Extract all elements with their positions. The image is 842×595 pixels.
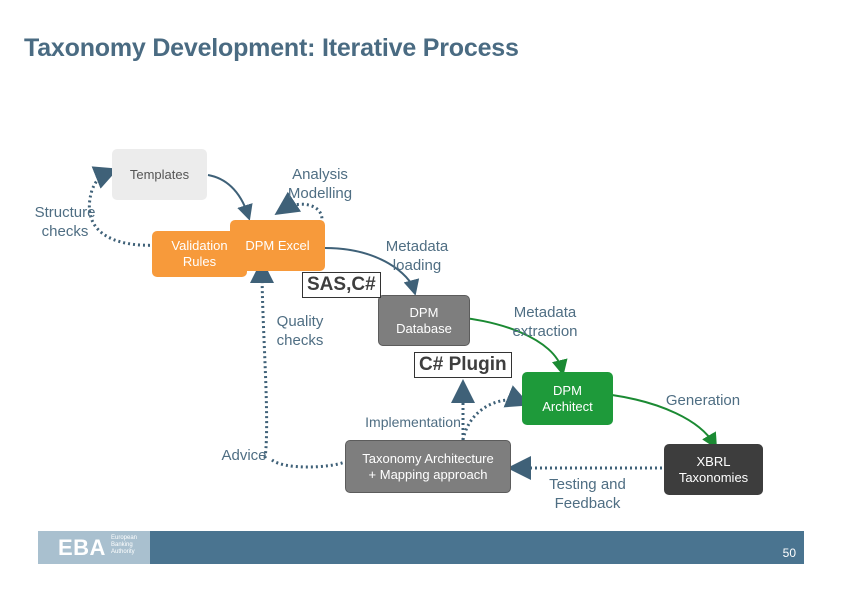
- xbrl-taxonomies-label: XBRL Taxonomies: [678, 453, 749, 485]
- dpm-database-node: DPM Database: [378, 295, 470, 346]
- sas-csharp-tag: SAS,C#: [302, 272, 381, 298]
- csharp-plugin-tag: C# Plugin: [414, 352, 512, 378]
- generation-label: Generation: [665, 392, 741, 409]
- advice-label: Advice: [221, 447, 267, 464]
- dpm-architect-label: DPM Architect: [542, 382, 593, 414]
- xbrl-taxonomies-node: XBRL Taxonomies: [664, 444, 763, 495]
- implementation-arrow: [461, 385, 531, 441]
- advice-arrow: [271, 458, 346, 469]
- dpm-database-label: DPM Database: [396, 304, 452, 336]
- footer-bar: EBA European Banking Authority 50: [38, 531, 804, 564]
- slide-title: Taxonomy Development: Iterative Process: [24, 34, 519, 62]
- templates-label: Templates: [129, 166, 190, 182]
- taxonomy-architecture-label: Taxonomy Architecture + Mapping approach: [362, 450, 494, 482]
- analysis-modelling-label: Analysis Modelling: [287, 166, 353, 202]
- dpm-excel-label: DPM Excel: [245, 237, 310, 253]
- quality-checks-arrow: [250, 259, 275, 459]
- taxonomy-architecture-node: Taxonomy Architecture + Mapping approach: [345, 440, 511, 493]
- metadata-extraction-label: Metadata extraction: [512, 304, 578, 340]
- dpm-excel-node: DPM Excel: [230, 220, 325, 271]
- quality-checks-label: Quality checks: [276, 313, 324, 349]
- testing-feedback-label: Testing and Feedback: [549, 476, 626, 512]
- dpm-architect-node: DPM Architect: [522, 372, 613, 425]
- metadata-loading-label: Metadata loading: [385, 238, 449, 274]
- eba-logo-subtitle: European Banking Authority: [111, 535, 138, 555]
- metadata-loading-arrow: [324, 247, 420, 296]
- eba-logo: EBA European Banking Authority: [38, 531, 150, 564]
- validation-rules-label: Validation Rules: [171, 238, 228, 269]
- eba-logo-mark: EBA: [58, 535, 106, 560]
- analysis-arrow: [207, 174, 253, 221]
- templates-node: Templates: [112, 149, 207, 200]
- implementation-label: Implementation: [365, 414, 461, 430]
- structure-checks-label: Structure checks: [34, 204, 96, 240]
- generation-arrow: [611, 394, 718, 450]
- page-number: 50: [782, 546, 796, 560]
